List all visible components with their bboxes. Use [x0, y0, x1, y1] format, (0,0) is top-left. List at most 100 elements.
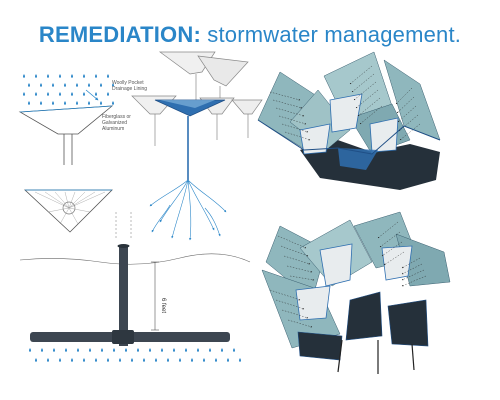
flow-arrow — [396, 96, 415, 114]
rain-drop-icon — [76, 101, 78, 105]
root-path — [187, 179, 215, 231]
flow-arrow — [269, 91, 301, 101]
rain-drop-icon — [35, 74, 37, 78]
rain-drop-icon — [89, 348, 91, 352]
label-woolly-1: Woolly Pocket — [112, 80, 144, 86]
rain-drop-icon — [83, 358, 85, 362]
canopy-model-top — [257, 51, 441, 190]
rain-drop-icon — [88, 83, 90, 87]
rain-drop-icon — [185, 348, 187, 352]
rain-drop-icon — [179, 358, 181, 362]
rain-drop-icon — [47, 74, 49, 78]
rain-drop-icon — [59, 92, 61, 96]
rain-drops-top — [23, 74, 114, 105]
ground-section-diagram: 6 feet — [19, 212, 251, 362]
root-water-paths — [149, 179, 227, 241]
rain-drop-icon — [112, 101, 114, 105]
rain-drop-icon — [125, 348, 127, 352]
rain-drop-icon — [197, 348, 199, 352]
rain-drop-icon — [215, 358, 217, 362]
flow-arrow — [286, 265, 313, 273]
rain-drop-icon — [119, 358, 121, 362]
rain-drop-icon — [100, 101, 102, 105]
rain-drop-icon — [35, 92, 37, 96]
rain-drop-icon — [107, 74, 109, 78]
flow-arrow — [397, 105, 417, 123]
rain-drop-icon — [28, 101, 30, 105]
rain-drop-icon — [191, 358, 193, 362]
rain-drop-icon — [88, 101, 90, 105]
rain-drop-icon — [143, 358, 145, 362]
rain-drop-icon — [77, 348, 79, 352]
flow-arrow — [287, 319, 313, 328]
canopy-model-bottom — [261, 211, 451, 374]
title-rest: stormwater management. — [200, 22, 462, 47]
rain-drop-icon — [107, 92, 109, 96]
umbrella-funnels-diagram — [131, 51, 263, 241]
rain-drop-icon — [64, 83, 66, 87]
root-path — [149, 179, 189, 207]
rain-drop-icon — [35, 358, 37, 362]
rain-drop-icon — [131, 358, 133, 362]
root-path — [187, 179, 227, 213]
rain-drop-icon — [137, 348, 139, 352]
rain-drop-icon — [41, 348, 43, 352]
rain-drop-icon — [28, 83, 30, 87]
flow-arrow — [275, 107, 305, 117]
rain-drop-icon — [112, 83, 114, 87]
rain-drop-icon — [239, 358, 241, 362]
root-path — [159, 179, 189, 223]
rain-drop-icon — [233, 348, 235, 352]
flow-arrow — [277, 235, 307, 249]
title-bold: REMEDIATION: — [38, 22, 201, 47]
label-fiberglass-1: Fiberglass or — [102, 114, 131, 120]
rain-drop-icon — [161, 348, 163, 352]
flow-arrow — [377, 221, 399, 239]
rain-drop-icon — [40, 101, 42, 105]
rain-drop-icon — [59, 358, 61, 362]
rain-drop-icon — [107, 358, 109, 362]
funnel-plan-view — [23, 189, 113, 233]
rain-drop-icon — [47, 358, 49, 362]
rain-drop-icon — [95, 92, 97, 96]
rain-drop-icon — [65, 348, 67, 352]
rain-drop-icon — [83, 74, 85, 78]
rain-drop-icon — [40, 83, 42, 87]
rain-drop-icon — [29, 348, 31, 352]
rain-drop-icon — [95, 358, 97, 362]
rain-drop-icon — [101, 348, 103, 352]
label-fiberglass-2: Galvanized — [102, 120, 127, 126]
rain-drop-icon — [203, 358, 205, 362]
rain-drop-icon — [52, 83, 54, 87]
label-woolly-2: Drainage Lining — [112, 86, 147, 92]
flow-arrow — [401, 257, 421, 269]
label-depth: 6 feet — [160, 298, 166, 313]
rain-drop-icon — [71, 358, 73, 362]
flow-arrow — [379, 231, 401, 248]
rain-drop-icon — [173, 348, 175, 352]
rain-drop-icon — [53, 348, 55, 352]
flow-arrow — [395, 87, 413, 105]
root-path — [204, 207, 221, 237]
rain-drop-icon — [23, 74, 25, 78]
flow-arrow — [401, 275, 427, 287]
rain-drop-icon — [155, 358, 157, 362]
flow-arrow — [289, 275, 315, 281]
flow-arrow — [272, 99, 303, 109]
diagram-title: REMEDIATION: stormwater management. — [0, 22, 500, 48]
root-path — [187, 179, 192, 241]
root-path — [171, 179, 189, 239]
rain-drop-icon — [95, 74, 97, 78]
rain-drop-icon — [23, 92, 25, 96]
rain-drop-icon — [113, 348, 115, 352]
rain-drops-bottom — [29, 348, 241, 362]
flow-arrow — [275, 299, 305, 310]
funnel-section-diagram: Fiberglass or Galvanized Aluminum — [18, 74, 131, 165]
flow-arrow — [399, 123, 421, 141]
rain-drop-icon — [71, 92, 73, 96]
rain-drop-icon — [71, 74, 73, 78]
flow-arrow — [401, 269, 425, 281]
flow-arrow — [401, 263, 423, 275]
rain-drop-icon — [221, 348, 223, 352]
